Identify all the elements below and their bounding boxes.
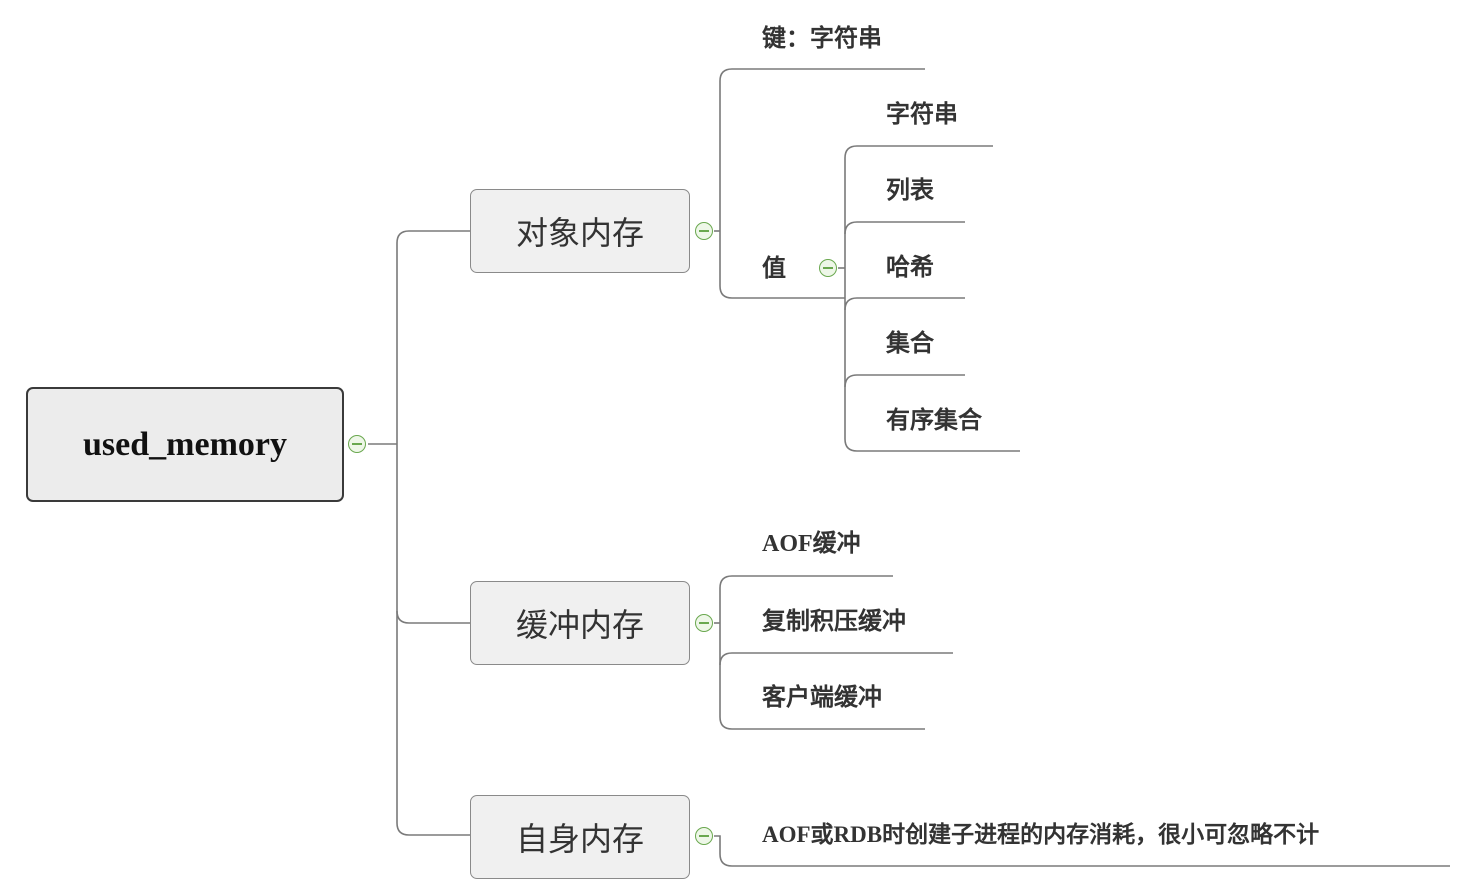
value-type-node[interactable]: 哈希: [886, 253, 934, 281]
value-type-node[interactable]: 字符串: [886, 100, 958, 128]
collapse-icon[interactable]: [819, 259, 837, 277]
collapse-icon[interactable]: [348, 435, 366, 453]
key-node[interactable]: 键：字符串: [762, 24, 882, 52]
trunk-line: [396, 230, 470, 836]
branch-node-object-memory[interactable]: 对象内存: [470, 189, 690, 273]
collapse-icon[interactable]: [695, 222, 713, 240]
value-type-node[interactable]: 有序集合: [886, 406, 982, 434]
self-memory-child-line: [714, 835, 1450, 867]
collapse-icon[interactable]: [695, 827, 713, 845]
buffer-item-node[interactable]: 复制积压缓冲: [762, 607, 906, 635]
branch-connector-buffer: [396, 610, 470, 624]
buffer-item-node[interactable]: AOF缓冲: [762, 531, 861, 557]
self-memory-item-node[interactable]: AOF或RDB时创建子进程的内存消耗，很小可忽略不计: [762, 822, 1320, 847]
branch-node-buffer-memory[interactable]: 缓冲内存: [470, 581, 690, 665]
value-type-node[interactable]: 列表: [886, 176, 934, 204]
value-node[interactable]: 值: [762, 254, 786, 282]
root-node[interactable]: used_memory: [26, 387, 344, 502]
buffer-item-node[interactable]: 客户端缓冲: [762, 683, 882, 711]
value-type-node[interactable]: 集合: [886, 329, 934, 357]
branch-node-self-memory[interactable]: 自身内存: [470, 795, 690, 879]
value-types-line: [844, 145, 1020, 452]
buffer-children-line: [719, 575, 925, 730]
object-memory-children-line: [719, 68, 925, 299]
collapse-icon[interactable]: [695, 614, 713, 632]
